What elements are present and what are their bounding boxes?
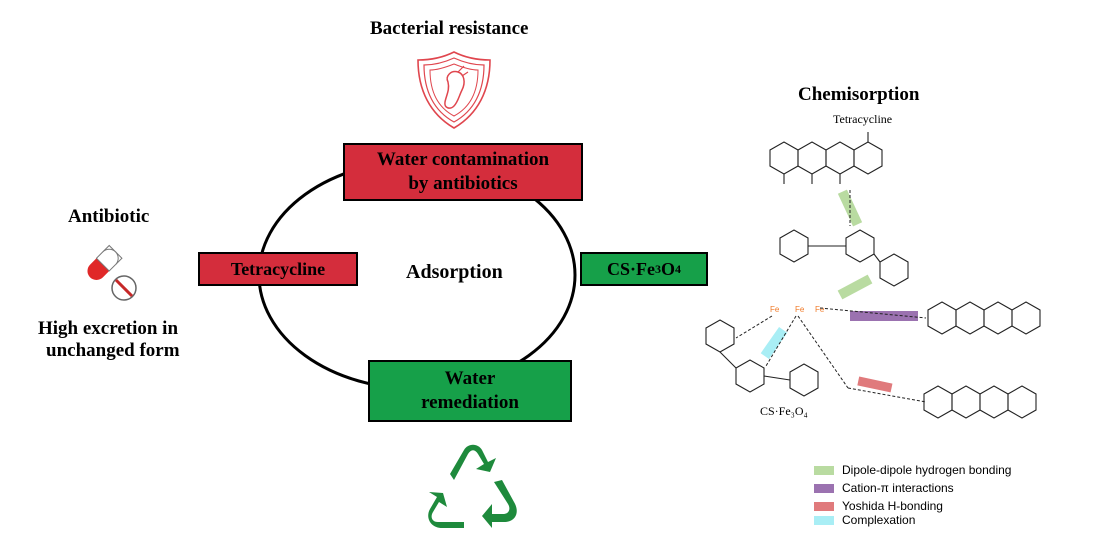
water-remediation-line2: remediation [421, 392, 519, 413]
water-contamination-box: Water contamination by antibiotics [343, 143, 583, 201]
chitosan-lower [705, 319, 819, 397]
legend-dipole-label: Dipole-dipole hydrogen bonding [842, 463, 1012, 477]
cs-fe-text: CS·Fe [606, 258, 655, 279]
pill-capsule-icon [87, 244, 137, 301]
subscript-3: 3 [654, 261, 661, 276]
tetracycline-box: Tetracycline [198, 252, 358, 286]
legend-yoshida-label: Yoshida H-bonding [842, 499, 943, 513]
legend-cation-pi-swatch [814, 483, 834, 493]
shield-bacteria-icon [417, 51, 491, 129]
subscript-4: 4 [675, 261, 681, 276]
fe-atom-2: Fe [795, 305, 805, 314]
water-contamination-line2: by antibiotics [408, 173, 518, 194]
water-remediation-line1: Water [444, 368, 496, 390]
tetracycline-molecule-middle [927, 301, 1041, 335]
fe-atom-3: Fe [815, 305, 825, 314]
high-excretion-line2: unchanged form [46, 340, 180, 361]
chemisorption-title: Chemisorption [798, 84, 920, 105]
legend-complexation-swatch [814, 515, 834, 525]
complexation-bar [760, 327, 788, 359]
legend-complexation: Complexation [814, 512, 915, 528]
tetracycline-molecule-bottom [923, 385, 1037, 419]
legend-cation-pi-label: Cation-π interactions [842, 481, 954, 495]
tetracycline-molecule-top [769, 132, 883, 184]
legend-dipole: Dipole-dipole hydrogen bonding [814, 462, 1011, 478]
dipole-bond-middle [837, 274, 873, 300]
high-excretion-line1: High excretion in [38, 318, 179, 339]
fe-atom-1: Fe [770, 305, 780, 314]
o-text: O [660, 258, 675, 279]
adsorption-label: Adsorption [406, 261, 503, 283]
legend-dipole-swatch [814, 465, 834, 475]
water-contamination-line1: Water contamination [376, 149, 550, 171]
chitosan-top [779, 229, 909, 287]
recycle-icon [428, 444, 517, 528]
cs-fe3o4-structure-label: CS·Fe₃O₄ [760, 404, 808, 418]
water-remediation-box: Water remediation [368, 360, 572, 422]
cation-pi-bar [850, 311, 918, 321]
legend-cation-pi: Cation-π interactions [814, 480, 954, 496]
legend-complexation-label: Complexation [842, 513, 916, 527]
legend-yoshida: Yoshida H-bonding [814, 498, 943, 514]
tetracycline-structure-label: Tetracycline [833, 112, 893, 126]
bacterial-resistance-title: Bacterial resistance [370, 18, 529, 39]
antibiotic-title: Antibiotic [68, 206, 150, 227]
yoshida-bar [857, 376, 893, 393]
legend-yoshida-swatch [814, 501, 834, 511]
